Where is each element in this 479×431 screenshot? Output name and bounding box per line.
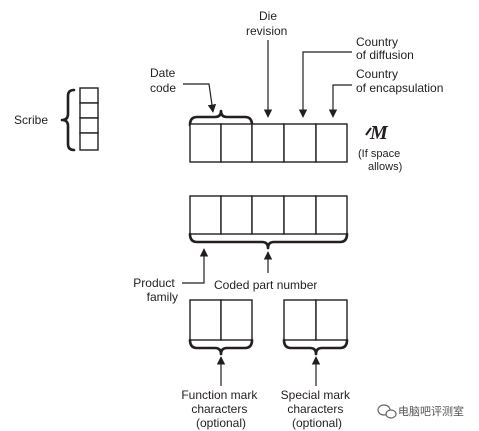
- country-diffusion-arrow: [298, 51, 352, 118]
- scribe-brace: [60, 88, 76, 152]
- top-box-1: [189, 123, 222, 163]
- top-box-3: [251, 123, 285, 163]
- scribe-boxes: [79, 87, 99, 151]
- scribe-box-4: [79, 132, 99, 151]
- top-box-5: [315, 123, 348, 163]
- special-mark-label: Special mark characters (optional): [281, 388, 354, 430]
- top-box-4: [283, 123, 317, 163]
- date-code-label: Date code: [150, 66, 179, 95]
- scribe-box-2: [79, 102, 99, 119]
- mid-box-3: [251, 195, 285, 235]
- coded-part-row: [189, 195, 348, 235]
- date-code-arrow: [183, 83, 217, 113]
- mid-box-5: [315, 195, 348, 235]
- die-revision-label: Die revision: [246, 9, 287, 38]
- function-mark-label: Function mark characters (optional): [181, 388, 260, 430]
- function-mark-boxes: [189, 299, 253, 341]
- motorola-logo-icon: M: [365, 122, 389, 144]
- coded-part-number-label: Coded part number: [214, 278, 317, 292]
- special-mark-boxes: [283, 299, 348, 341]
- special-box-2: [315, 299, 348, 341]
- watermark-text: 电脑吧评测室: [398, 404, 464, 418]
- special-box-1: [283, 299, 317, 341]
- mid-box-2: [220, 195, 253, 235]
- product-family-arrow: [182, 248, 209, 284]
- special-mark-brace: [282, 338, 349, 356]
- function-box-1: [189, 299, 222, 341]
- function-mark-brace: [188, 338, 254, 356]
- country-diffusion-label: Country of diffusion: [356, 35, 414, 62]
- mid-box-1: [189, 195, 222, 235]
- top-box-2: [220, 123, 253, 163]
- scribe-label: Scribe: [14, 113, 48, 127]
- coded-part-brace: [188, 232, 349, 250]
- product-family-label: Product family: [133, 276, 178, 304]
- function-box-2: [220, 299, 253, 341]
- country-encapsulation-label: Country of encapsulation: [356, 67, 443, 95]
- wechat-icon: [377, 404, 397, 419]
- logo-note: (If space allows): [358, 148, 403, 173]
- country-encapsulation-arrow: [328, 84, 352, 118]
- svg-text:M: M: [369, 122, 389, 144]
- scribe-box-3: [79, 117, 99, 134]
- top-marking-row: [189, 123, 348, 163]
- mid-box-4: [283, 195, 317, 235]
- watermark: 电脑吧评测室: [377, 404, 464, 419]
- scribe-box-1: [79, 87, 99, 104]
- date-code-brace: [188, 109, 254, 127]
